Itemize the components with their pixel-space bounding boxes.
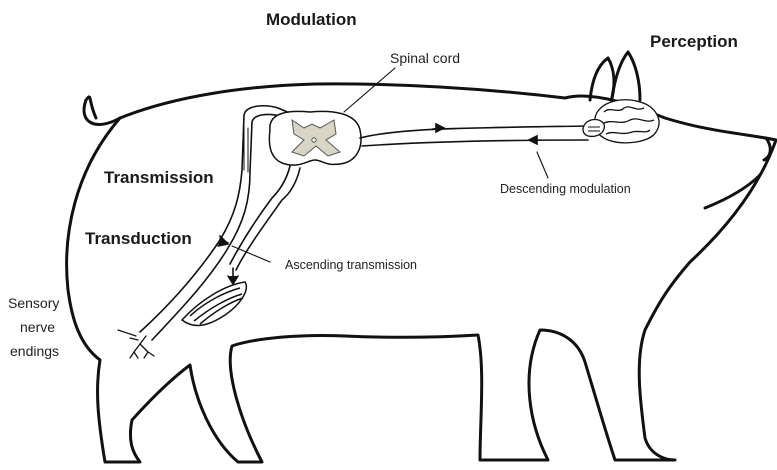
- muscle-illustration: [182, 282, 246, 325]
- descending-modulation-label: Descending modulation: [500, 182, 631, 196]
- pig-outline: [67, 52, 776, 462]
- spinal-cord-cross-section: [269, 111, 361, 165]
- spinal-tracts: [360, 124, 588, 146]
- sensory-nerve-endings-label-line1: Sensory: [8, 291, 59, 315]
- sensory-nerve-endings-label-line2: nerve: [20, 315, 55, 339]
- transduction-label: Transduction: [85, 229, 192, 249]
- transmission-label: Transmission: [104, 168, 214, 188]
- sensory-nerve-endings: [118, 330, 154, 358]
- spinal-cord-label: Spinal cord: [390, 50, 460, 66]
- ascending-transmission-label: Ascending transmission: [285, 258, 417, 272]
- leader-lines: [232, 68, 548, 262]
- brain-illustration: [583, 100, 659, 143]
- modulation-label: Modulation: [266, 10, 357, 30]
- sensory-nerve-endings-label-line3: endings: [10, 339, 59, 363]
- perception-label: Perception: [650, 32, 738, 52]
